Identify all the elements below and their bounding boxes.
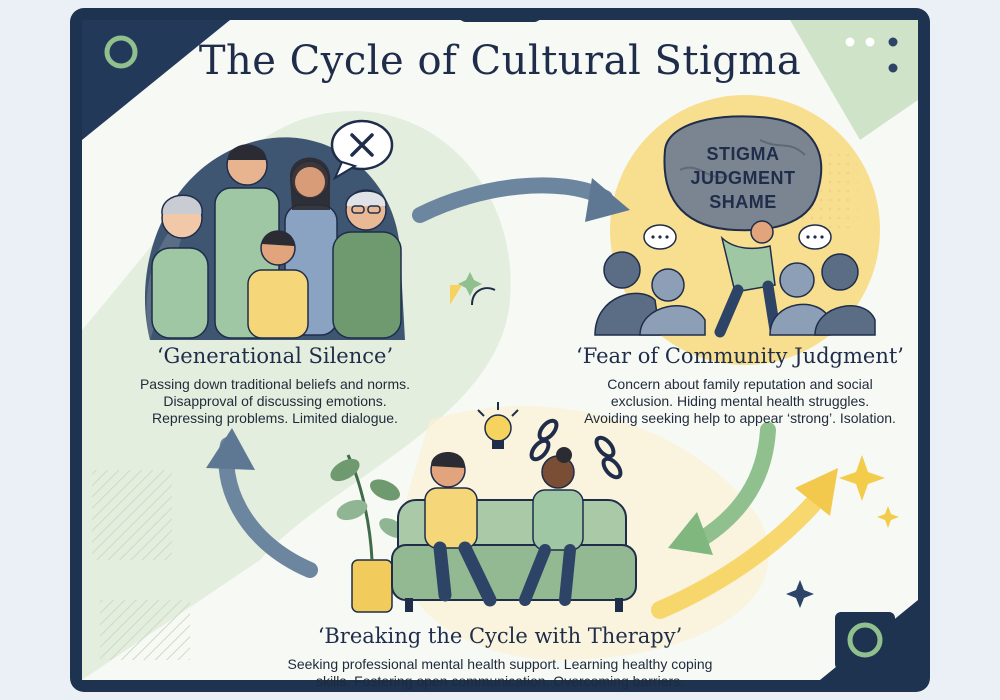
plant-pot [351,559,393,613]
stage-title-judgment: ‘Fear of Community Judgment’ [576,344,904,368]
ring-icon-bottom [847,622,883,658]
family-illustration [144,119,406,340]
description-line: skills. Fostering open communication. Ov… [315,673,685,689]
boulder-label-stigma: STIGMA [706,144,780,164]
stage-description-silence: Passing down traditional beliefs and nor… [120,376,430,427]
judgment-illustration [594,95,880,365]
lightbulb-icon [484,414,512,442]
sparkle-icon [839,455,885,501]
stage-description-judgment: Concern about family reputation and soci… [560,376,920,427]
description-line: Passing down traditional beliefs and nor… [139,376,411,392]
description-line: exclusion. Hiding mental health struggle… [610,393,870,409]
corner-shape-top-right [790,20,918,140]
close-icon [350,133,374,157]
description-line: Concern about family reputation and soci… [607,376,873,392]
arrow-upward [651,496,821,619]
arrow-to-judgment [412,177,613,223]
tablet-notch [458,8,542,22]
broken-chain-icon [529,418,623,480]
description-line: Avoiding seeking help to appear ‘strong’… [584,410,896,426]
ring-icon [104,35,138,69]
boulder-label-judgment: JUDGMENT [690,168,796,188]
boulder-label-shame: SHAME [709,192,777,212]
page-title: The Cycle of Cultural Stigma [198,38,802,84]
description-line: Repressing problems. Limited dialogue. [152,410,398,426]
arrow-to-therapy [692,422,776,548]
stage-title-therapy: ‘Breaking the Cycle with Therapy’ [317,624,683,648]
stage-description-therapy: Seeking professional mental health suppo… [240,656,760,690]
dot-icon [845,37,855,47]
therapy-illustration [330,402,637,613]
description-line: Seeking professional mental health suppo… [287,656,713,672]
stage-title-silence: ‘Generational Silence’ [156,344,394,368]
description-line: Disapproval of discussing emotions. [163,393,387,409]
hatch-decoration [92,470,172,560]
